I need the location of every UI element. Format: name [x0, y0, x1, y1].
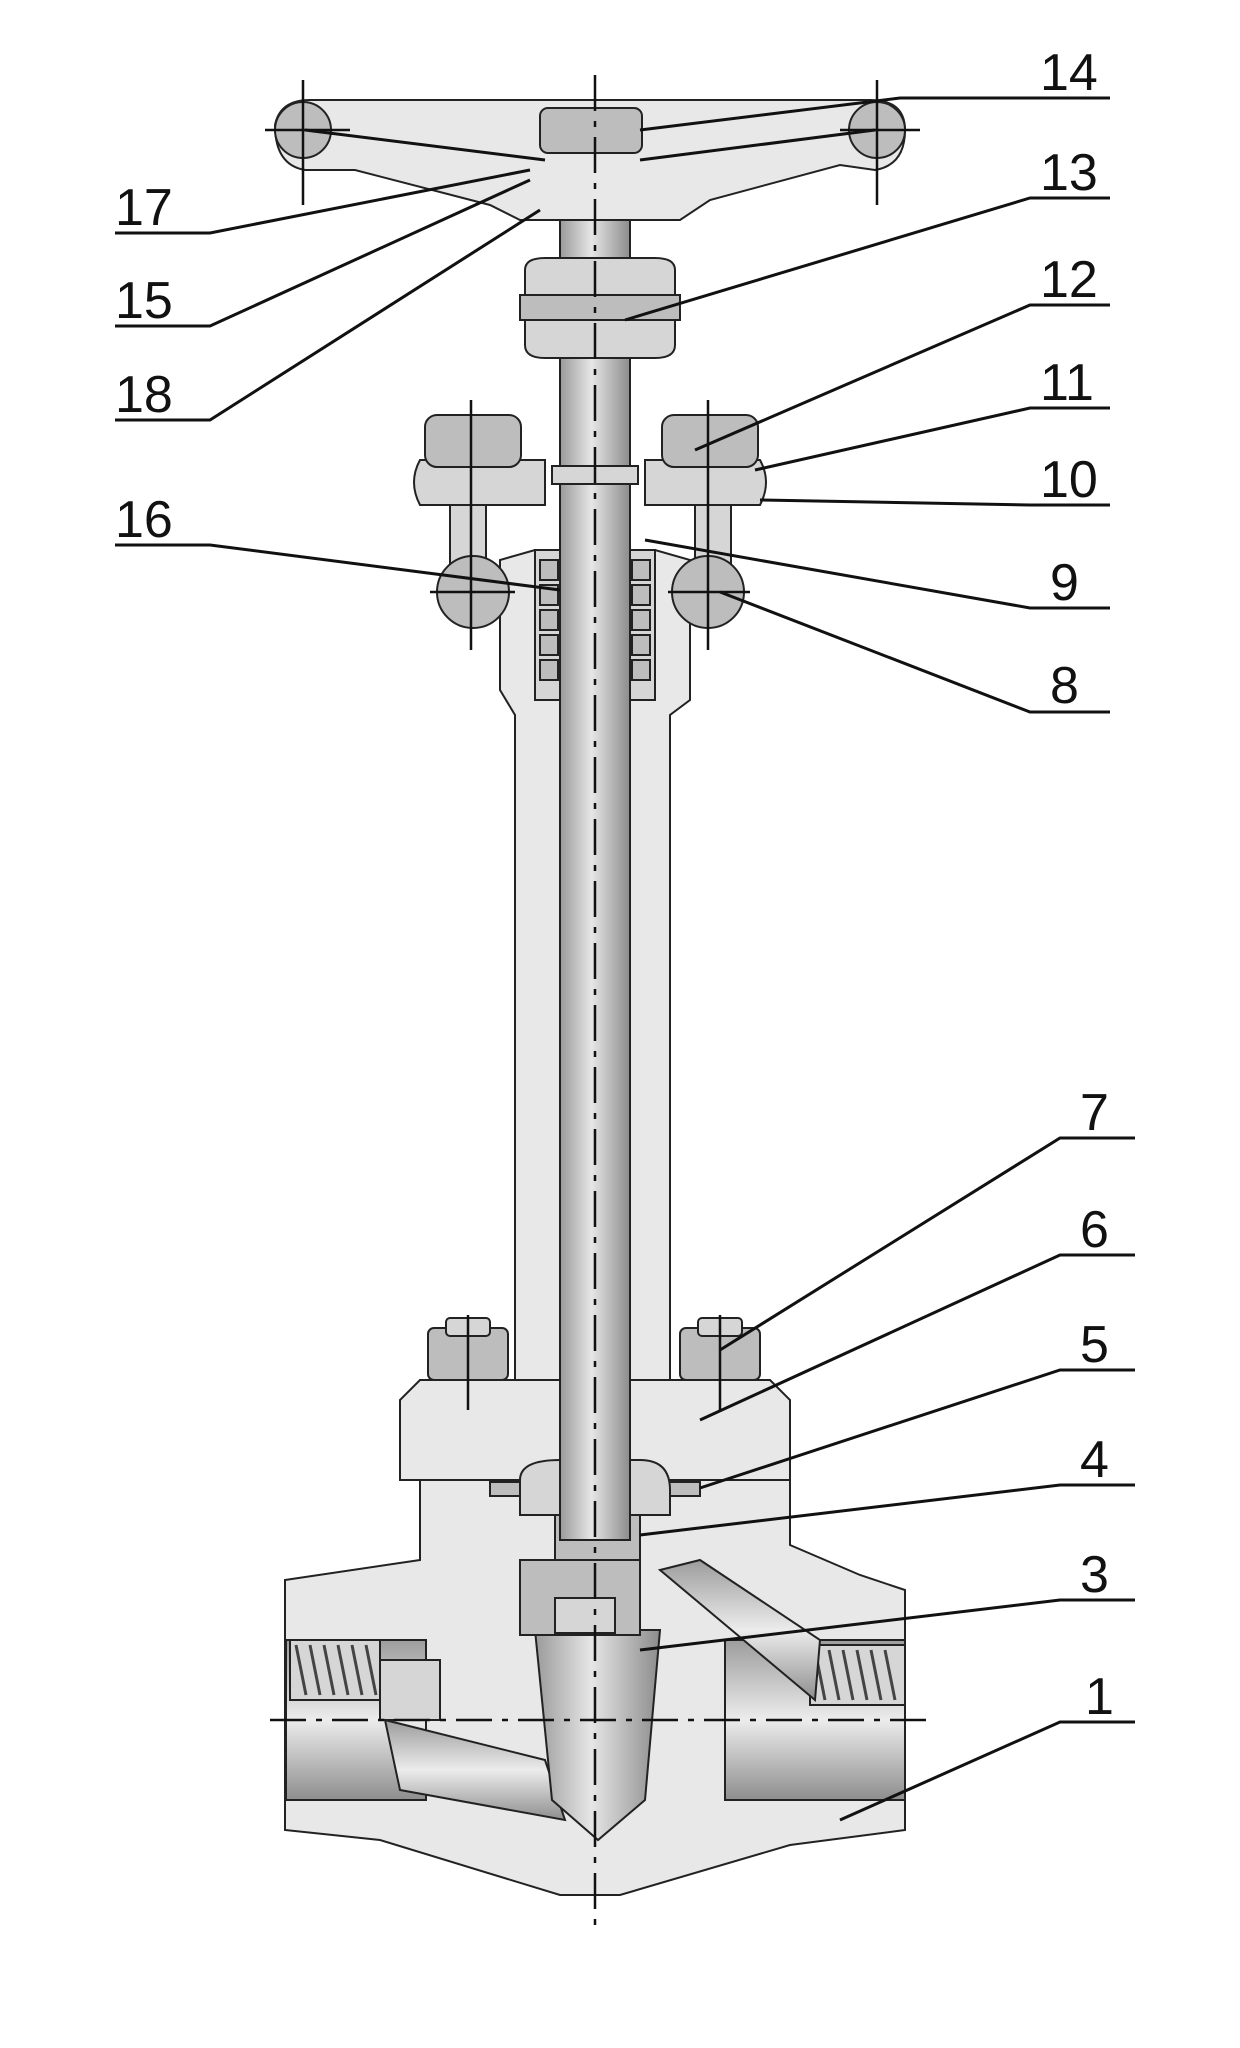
- gland-flange: [413, 459, 546, 506]
- eyebolt-left: [424, 414, 522, 629]
- callout-1: 1: [1085, 1668, 1114, 1726]
- callout-16: 16: [115, 491, 173, 549]
- callout-17: 17: [115, 179, 173, 237]
- callout-10: 10: [1040, 451, 1098, 509]
- callout-11: 11: [1040, 354, 1094, 412]
- callout-8: 8: [1050, 657, 1079, 715]
- callout-6: 6: [1080, 1201, 1109, 1259]
- callout-18: 18: [115, 366, 173, 424]
- callout-9: 9: [1050, 554, 1079, 612]
- inlet-passage: [383, 1718, 567, 1822]
- callout-13: 13: [1040, 144, 1098, 202]
- packing-rings-left: [539, 559, 559, 681]
- callout-3: 3: [1080, 1546, 1109, 1604]
- callout-5: 5: [1080, 1316, 1109, 1374]
- callout-15: 15: [115, 272, 173, 330]
- callout-7: 7: [1080, 1084, 1109, 1142]
- handwheel-nut: [539, 107, 643, 154]
- packing-rings-right: [631, 559, 651, 681]
- outlet-passage: [657, 1558, 822, 1703]
- callout-4: 4: [1080, 1431, 1109, 1489]
- callout-12: 12: [1040, 251, 1098, 309]
- leader-lines: [115, 96, 1135, 1822]
- eyebolt-right: [661, 414, 759, 629]
- callout-14: 14: [1040, 44, 1098, 102]
